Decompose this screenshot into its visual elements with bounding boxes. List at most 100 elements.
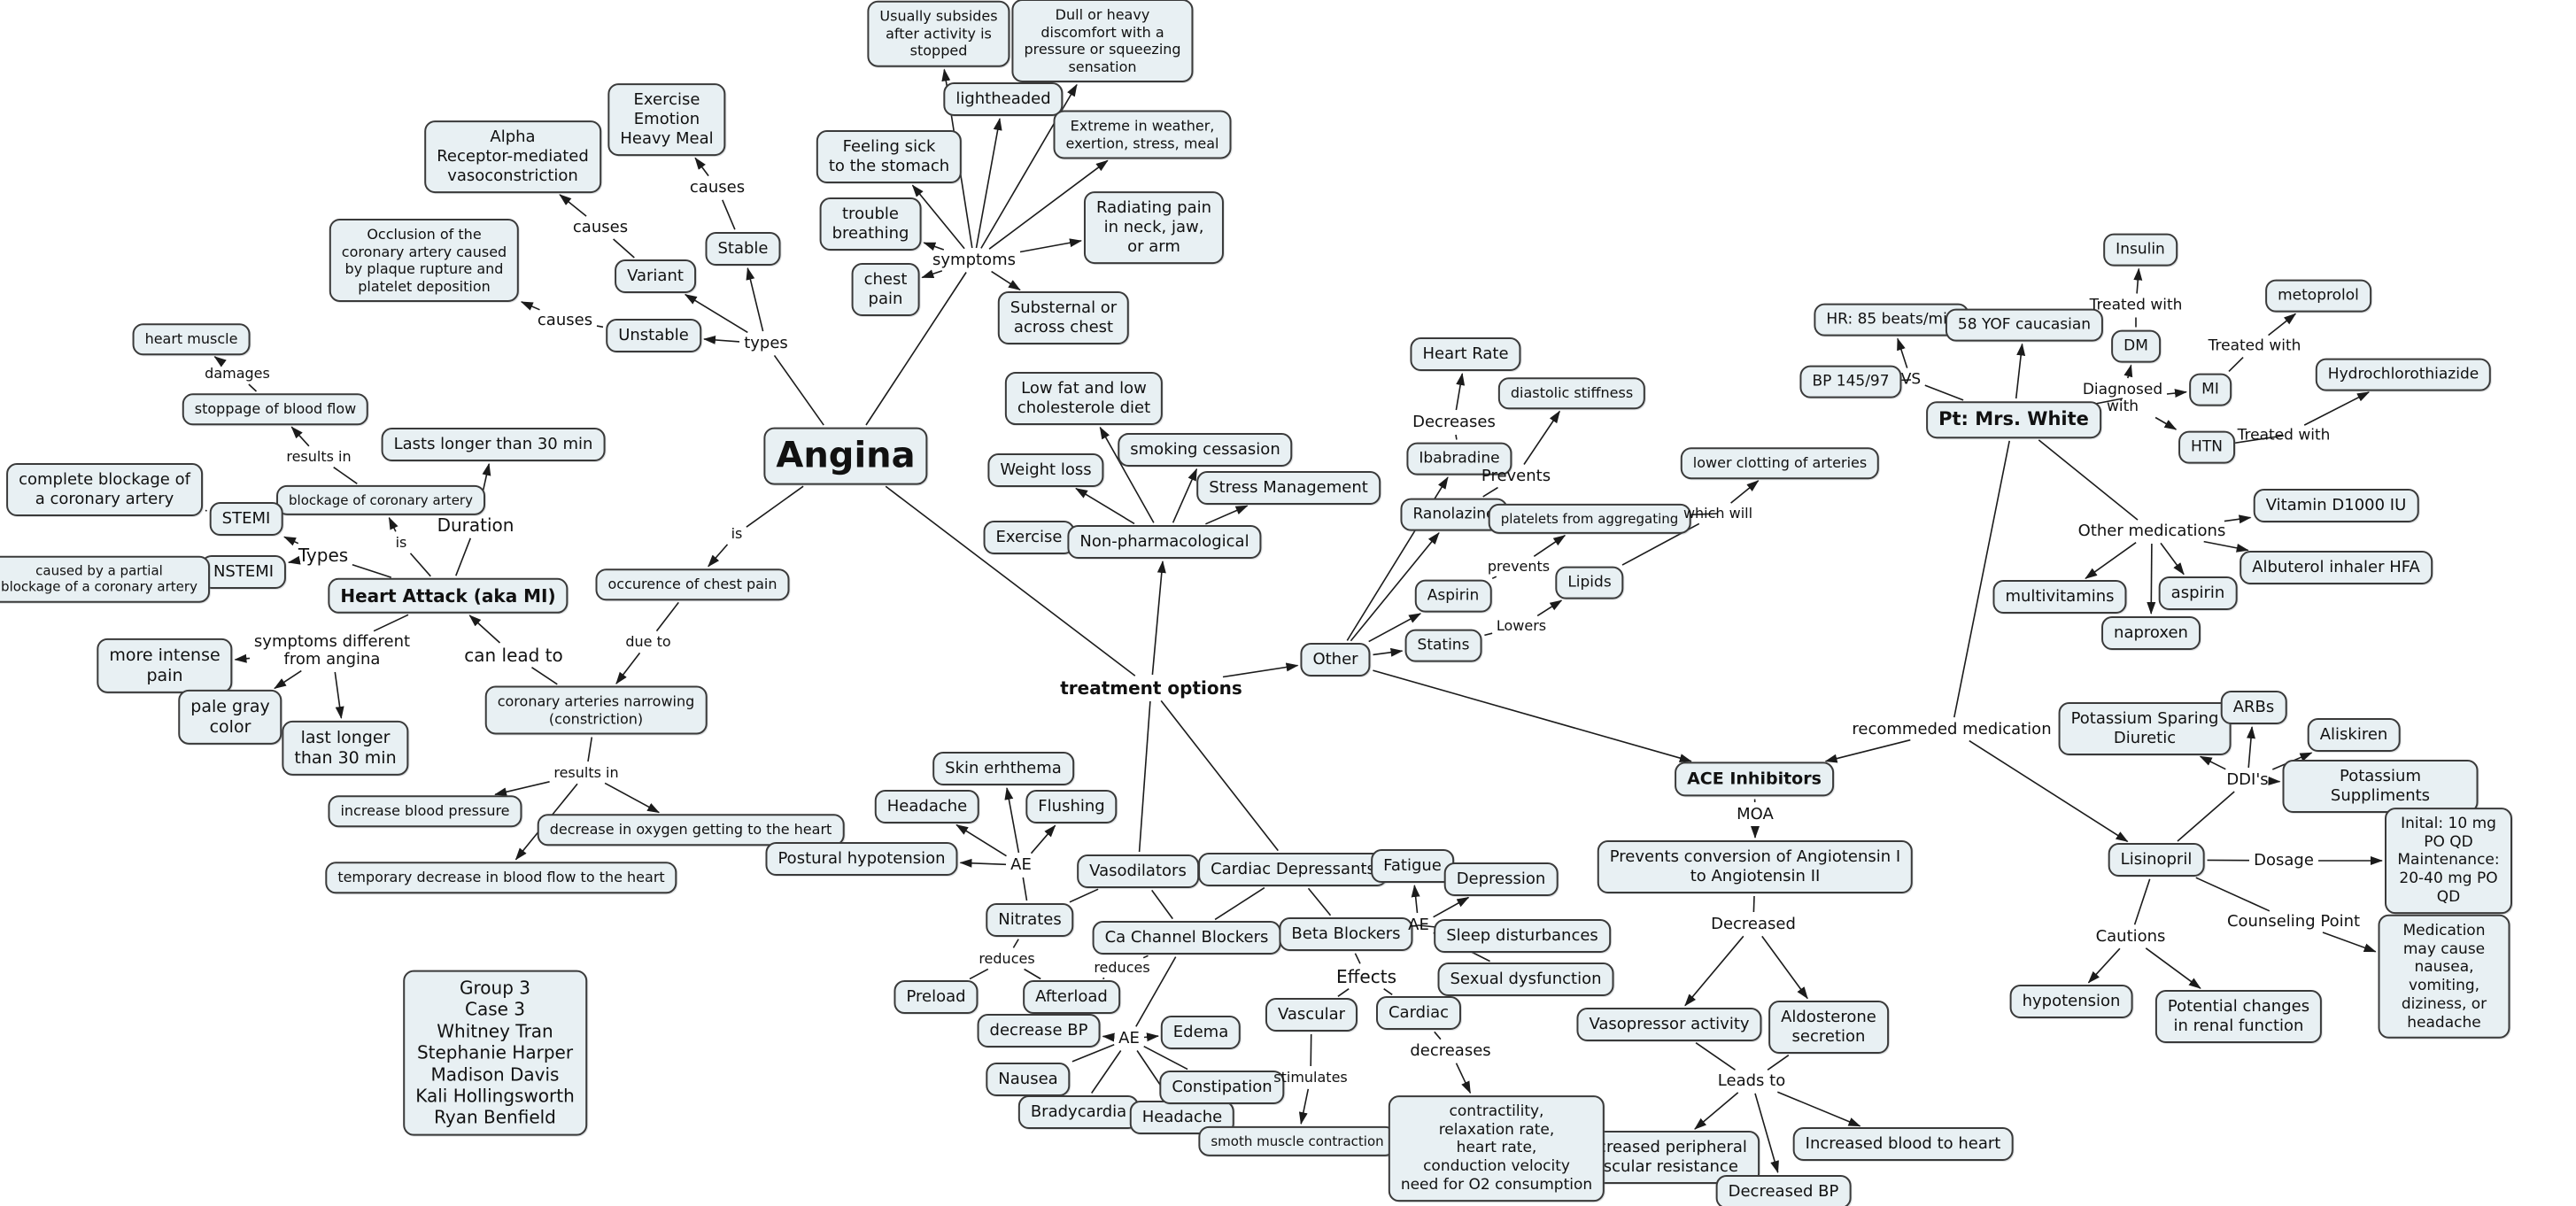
concept-dm[interactable]: DM (2111, 329, 2161, 363)
concept-low_fat[interactable]: Low fat and low cholesterole diet (1004, 372, 1164, 425)
concept-feeling_sick[interactable]: Feeling sick to the stomach (816, 130, 963, 183)
concept-statins[interactable]: Statins (1404, 629, 1482, 662)
concept-hydrochlorothiazide[interactable]: Hydrochlorothiazide (2315, 358, 2492, 391)
concept-insulin[interactable]: Insulin (2103, 233, 2178, 267)
concept-vasopressor[interactable]: Vasopressor activity (1576, 1008, 1762, 1041)
concept-multivitamins[interactable]: multivitamins (1992, 580, 2127, 614)
link-phrase-p_reduces2[interactable]: reduces (1094, 959, 1150, 977)
concept-decrease_bp2[interactable]: decrease BP (977, 1014, 1101, 1048)
concept-heart_muscle[interactable]: heart muscle (132, 323, 251, 355)
concept-pt_white[interactable]: Pt: Mrs. White (1926, 401, 2101, 438)
link-phrase-p_sympdiff[interactable]: symptoms different from angina (253, 631, 411, 669)
concept-hr85[interactable]: HR: 85 beats/min (1814, 303, 1969, 336)
concept-sleep_dist[interactable]: Sleep disturbances (1434, 919, 1611, 953)
concept-more_intense[interactable]: more intense pain (97, 638, 233, 694)
concept-stoppage[interactable]: stoppage of blood flow (182, 393, 369, 425)
concept-variant[interactable]: Variant (615, 259, 696, 293)
link-phrase-p_treated2[interactable]: Treated with (2208, 336, 2301, 355)
concept-dull_heavy[interactable]: Dull or heavy discomfort with a pressure… (1011, 0, 1194, 83)
concept-inc_blood[interactable]: Increased blood to heart (1792, 1127, 2014, 1161)
concept-unstable[interactable]: Unstable (606, 319, 701, 352)
concept-metoprolol[interactable]: metoprolol (2265, 279, 2371, 313)
concept-stress_mgmt[interactable]: Stress Management (1196, 471, 1381, 505)
concept-smoking[interactable]: smoking cessasion (1118, 433, 1293, 467)
concept-smooth_muscle[interactable]: smoth muscle contraction (1198, 1125, 1396, 1157)
concept-stable[interactable]: Stable (705, 232, 781, 266)
link-phrase-p_ae3[interactable]: AE (1408, 915, 1429, 934)
link-phrase-p_decreases1[interactable]: Decreases (1412, 412, 1496, 431)
concept-aspirin1[interactable]: Aspirin (1414, 579, 1492, 613)
concept-afterload[interactable]: Afterload (1023, 980, 1120, 1014)
concept-ace[interactable]: ACE Inhibitors (1675, 761, 1834, 797)
link-phrase-p_cautions[interactable]: Cautions (2095, 926, 2166, 946)
link-phrase-p_treated3[interactable]: Treated with (2237, 426, 2331, 445)
concept-card_depress[interactable]: Cardiac Depressants (1198, 853, 1388, 886)
concept-dosage_box[interactable]: Inital: 10 mg PO QD Maintenance: 20-40 m… (2385, 808, 2512, 914)
concept-yof[interactable]: 58 YOF caucasian (1945, 308, 2104, 342)
concept-nonpharm[interactable]: Non-pharmacological (1067, 525, 1262, 559)
link-phrase-p_prevents2[interactable]: prevents (1487, 558, 1551, 576)
concept-last_longer[interactable]: last longer than 30 min (282, 720, 409, 777)
link-phrase-p_decreased[interactable]: Decreased (1711, 914, 1796, 933)
concept-lasts_longer[interactable]: Lasts longer than 30 min (381, 428, 606, 461)
link-phrase-p_leads_to[interactable]: Leads to (1717, 1071, 1786, 1090)
link-phrase-p_due_to[interactable]: due to (625, 633, 671, 651)
concept-sexual_dys[interactable]: Sexual dysfunction (1437, 962, 1614, 996)
link-phrase-p_diagnosed[interactable]: Diagnosed with (2082, 380, 2163, 415)
concept-edema[interactable]: Edema (1160, 1016, 1242, 1049)
link-phrase-p_effects[interactable]: Effects (1336, 965, 1396, 987)
link-phrase-p_vs[interactable]: VS (1900, 370, 1922, 389)
concept-aliskiren[interactable]: Aliskiren (2307, 718, 2401, 752)
concept-htn[interactable]: HTN (2178, 430, 2235, 464)
concept-cardiac[interactable]: Cardiac (1375, 996, 1462, 1030)
concept-pale_gray[interactable]: pale gray color (178, 689, 282, 746)
concept-constipation[interactable]: Constipation (1159, 1071, 1285, 1104)
link-phrase-p_moa[interactable]: MOA (1737, 804, 1774, 823)
concept-prevents_conversion[interactable]: Prevents conversion of Angiotensin I to … (1597, 840, 1914, 893)
link-phrase-p_recommeded[interactable]: recommeded medication (1852, 719, 2052, 738)
link-phrase-p_counseling[interactable]: Counseling Point (2226, 911, 2361, 931)
link-phrase-p_stimulates[interactable]: stimulates (1273, 1069, 1348, 1086)
link-phrase-p_types1[interactable]: types (744, 333, 788, 352)
concept-weight_loss[interactable]: Weight loss (987, 453, 1104, 487)
concept-chest_pain[interactable]: chest pain (851, 263, 920, 316)
concept-vasodilators[interactable]: Vasodilators (1077, 854, 1199, 888)
concept-naproxen[interactable]: naproxen (2101, 616, 2201, 650)
link-phrase-p_causes3[interactable]: causes (537, 310, 593, 329)
concept-bp145[interactable]: BP 145/97 (1799, 365, 1902, 398)
link-phrase-p_damages[interactable]: damages (205, 365, 270, 383)
concept-occlusion[interactable]: Occlusion of the coronary artery caused … (329, 218, 520, 303)
concept-radiating_pain[interactable]: Radiating pain in neck, jaw, or arm (1083, 191, 1225, 264)
concept-nitrates[interactable]: Nitrates (986, 903, 1074, 937)
concept-lisinopril[interactable]: Lisinopril (2108, 843, 2205, 877)
link-phrase-p_symptoms[interactable]: symptoms (932, 250, 1016, 269)
concept-group_box[interactable]: Group 3 Case 3 Whitney Tran Stephanie Ha… (403, 970, 587, 1136)
concept-vascular[interactable]: Vascular (1265, 998, 1358, 1032)
concept-alpha[interactable]: Alpha Receptor-mediated vasoconstriction (424, 120, 601, 193)
link-phrase-p_prevents1[interactable]: Prevents (1481, 466, 1551, 485)
concept-aldosterone[interactable]: Aldosterone secretion (1768, 1001, 1889, 1054)
concept-pot_supp[interactable]: Potassium Suppliments (2282, 760, 2479, 813)
link-phrase-p_can_lead[interactable]: can lead to (464, 644, 563, 666)
concept-med_cause[interactable]: Medication may cause nausea, vomiting, d… (2378, 914, 2510, 1040)
concept-contractility[interactable]: contractility, relaxation rate, heart ra… (1388, 1095, 1605, 1202)
concept-lower_clotting[interactable]: lower clotting of arteries (1680, 447, 1880, 479)
concept-diastolic[interactable]: diastolic stiffness (1497, 377, 1646, 409)
concept-stemi[interactable]: STEMI (209, 502, 283, 536)
concept-ibabradine[interactable]: Ibabradine (1406, 442, 1512, 475)
concept-pot_sparing[interactable]: Potassium Sparing Diuretic (2058, 702, 2232, 755)
concept-temporary_decrease[interactable]: temporary decrease in blood flow to the … (325, 862, 677, 893)
concept-substernal[interactable]: Substernal or across chest (997, 291, 1130, 344)
link-phrase-p_results_in2[interactable]: results in (553, 764, 619, 782)
concept-mi[interactable]: MI (2189, 373, 2232, 406)
link-phrase-p_duration[interactable]: Duration (437, 514, 514, 536)
concept-nstemi[interactable]: NSTEMI (200, 555, 287, 589)
concept-blockage[interactable]: blockage of coronary artery (276, 484, 485, 516)
link-phrase-p_dosage[interactable]: Dosage (2254, 850, 2314, 870)
concept-occurence[interactable]: occurence of chest pain (595, 568, 790, 600)
link-phrase-p_is2[interactable]: is (731, 525, 743, 543)
concept-extreme_weather[interactable]: Extreme in weather, exertion, stress, me… (1053, 110, 1232, 159)
concept-postural[interactable]: Postural hypotension (765, 842, 958, 876)
concept-heart_rate[interactable]: Heart Rate (1410, 337, 1521, 371)
concept-other[interactable]: Other (1300, 643, 1371, 676)
